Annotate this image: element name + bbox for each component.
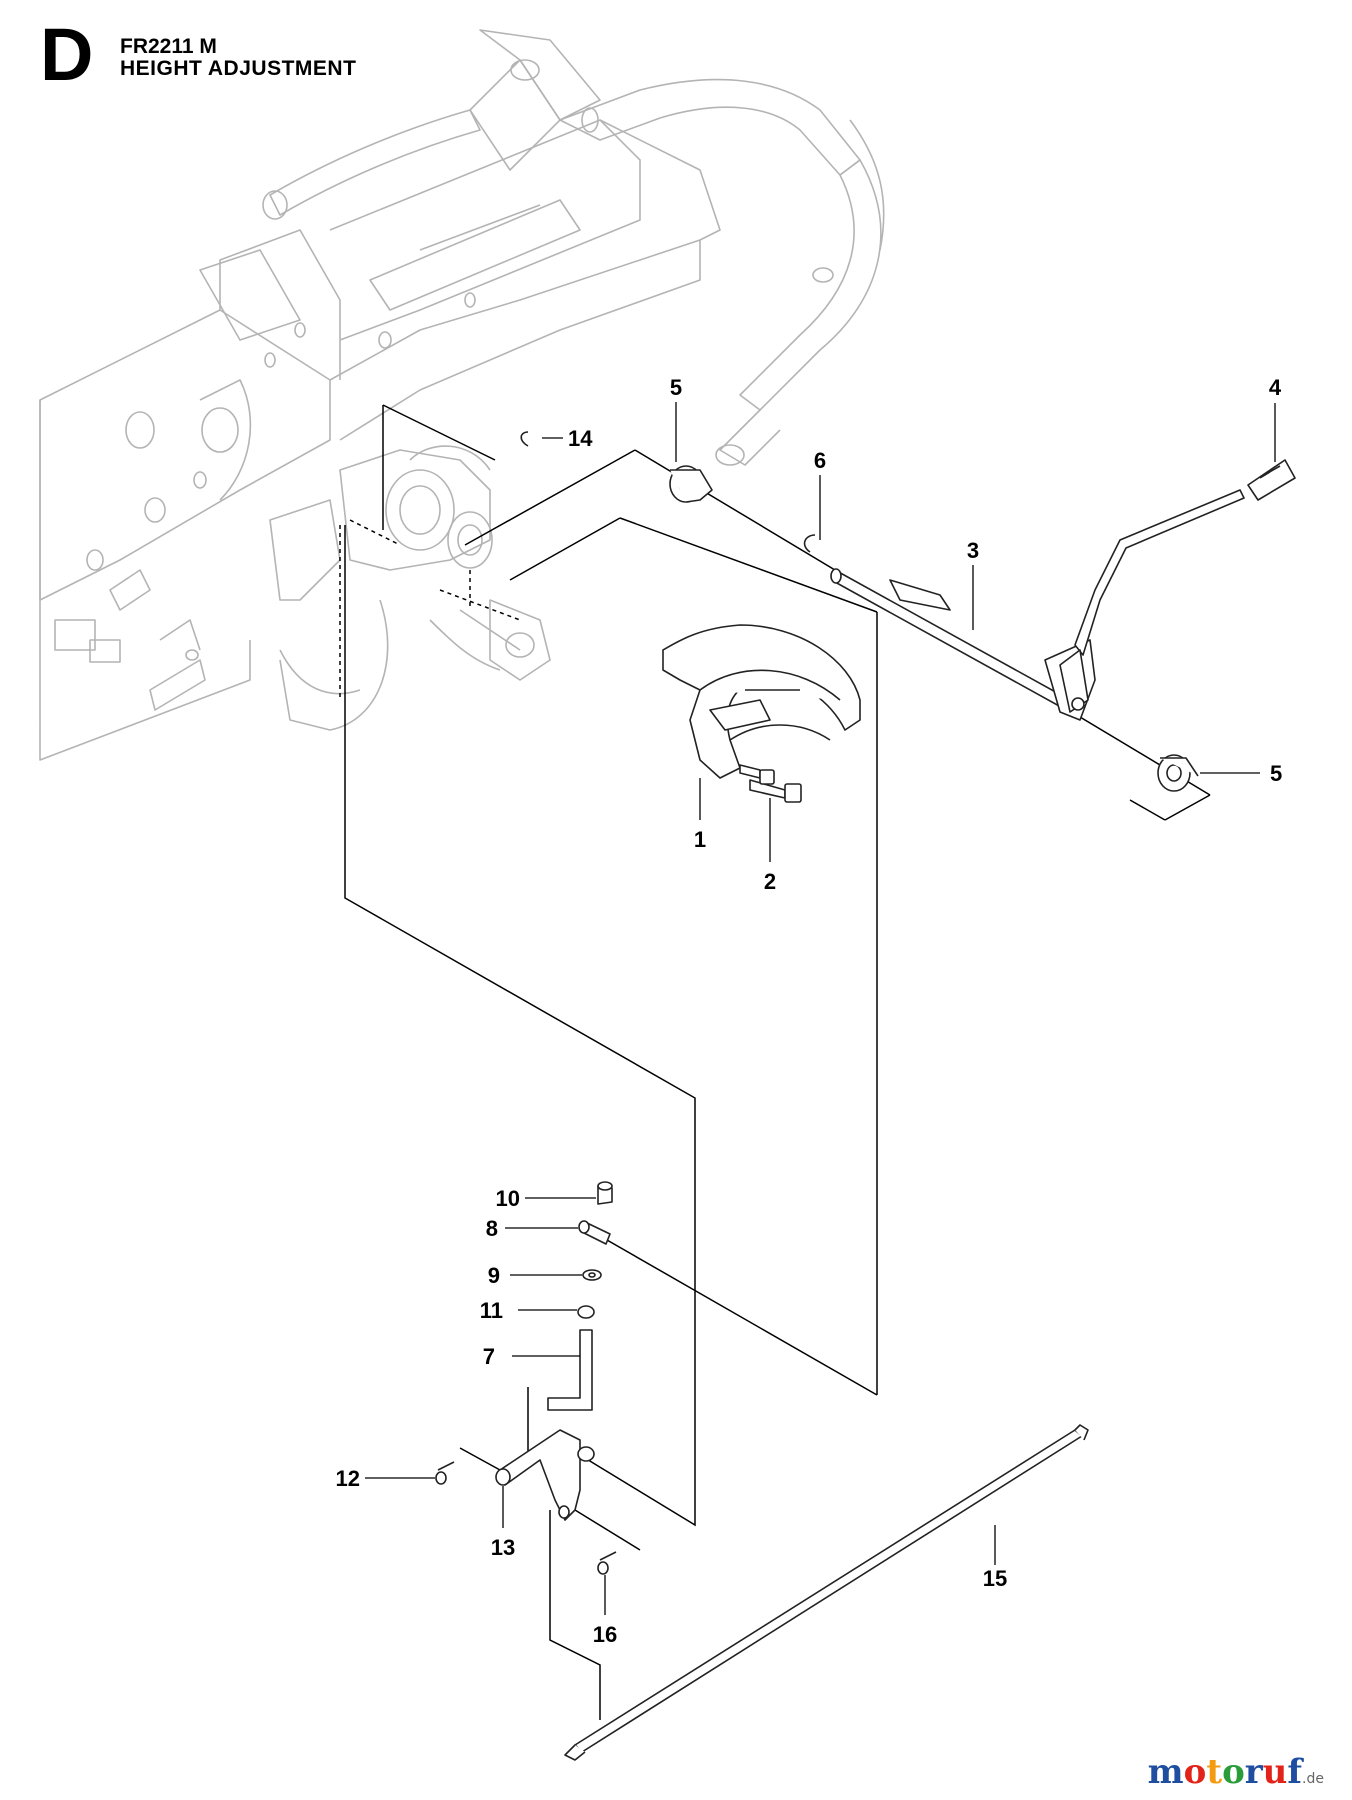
- callout-11: 11: [480, 1298, 503, 1323]
- callout-6: 6: [814, 448, 826, 473]
- diagram-title: HEIGHT ADJUSTMENT: [120, 57, 357, 80]
- callout-7: 7: [483, 1344, 495, 1369]
- watermark-logo: motoruf.de: [1148, 1752, 1324, 1792]
- watermark-letter: o: [1222, 1752, 1245, 1792]
- watermark-letter: o: [1183, 1752, 1207, 1792]
- callout-1: 1: [694, 827, 706, 852]
- watermark-letter: u: [1262, 1752, 1288, 1792]
- callout-3: 3: [967, 538, 979, 563]
- callout-13: 13: [491, 1535, 515, 1560]
- callout-4: 4: [1269, 375, 1282, 400]
- callout-5b: 5: [1270, 761, 1282, 786]
- model-number: FR2211 M: [120, 35, 217, 58]
- callout-16: 16: [593, 1622, 617, 1647]
- callout-numbers: 5 4 14 6 3 5 1 2 10 8 9 11 7 12 13 16 15: [336, 375, 1283, 1647]
- callout-14: 14: [568, 426, 593, 451]
- callout-9: 9: [488, 1263, 500, 1288]
- callout-15: 15: [983, 1566, 1007, 1591]
- callout-12: 12: [336, 1466, 360, 1491]
- callout-8: 8: [486, 1216, 498, 1241]
- callout-10: 10: [496, 1186, 520, 1211]
- watermark-suffix: .de: [1302, 1771, 1324, 1787]
- watermark-letter: m: [1147, 1752, 1184, 1792]
- watermark-letter: t: [1206, 1752, 1223, 1792]
- callout-5a: 5: [670, 375, 682, 400]
- watermark-letter: r: [1244, 1752, 1263, 1792]
- frame-outline: [39, 29, 885, 761]
- watermark-letter: f: [1287, 1752, 1303, 1792]
- section-letter: D: [40, 13, 94, 96]
- callout-leaders: [365, 402, 1276, 1615]
- assembly-lines: [339, 404, 1211, 1720]
- parts: [435, 431, 1296, 1761]
- callout-2: 2: [764, 869, 776, 894]
